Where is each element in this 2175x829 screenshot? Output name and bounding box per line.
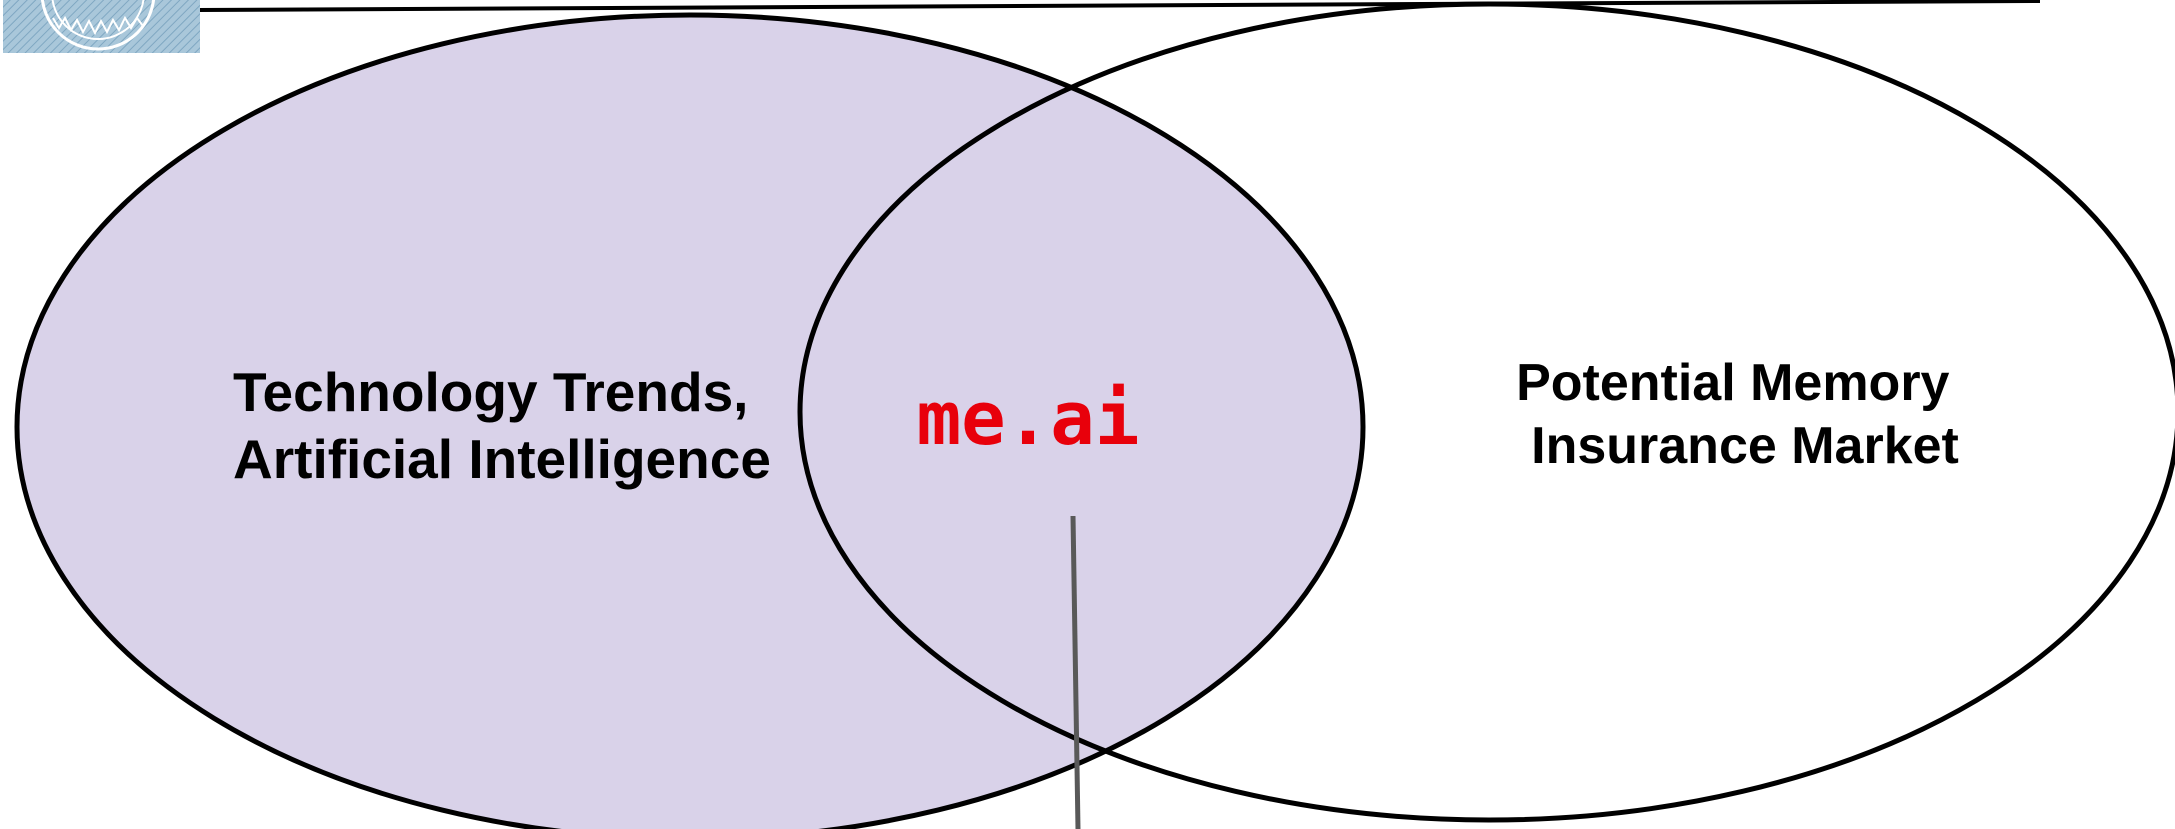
- right-set-label: Potential Memory Insurance Market: [1516, 354, 1964, 475]
- right-set-ellipse: [797, 1, 2175, 823]
- right-set-label-line-2: Insurance Market: [1531, 417, 1959, 475]
- left-set-label-line-1: Technology Trends,: [233, 361, 748, 423]
- left-set-label: Technology Trends, Artificial Intelligen…: [233, 361, 771, 490]
- header-rule: [197, 0, 2041, 12]
- right-set-label-line-1: Potential Memory: [1516, 354, 1949, 412]
- left-set-outline: [14, 12, 1366, 829]
- seal-logo-icon: [3, 0, 200, 53]
- left-set-ellipse: [17, 15, 1363, 829]
- left-set-label-line-2: Artificial Intelligence: [233, 428, 771, 490]
- intersection-label: me.ai: [917, 376, 1140, 462]
- pointer-line: [1070, 515, 1081, 829]
